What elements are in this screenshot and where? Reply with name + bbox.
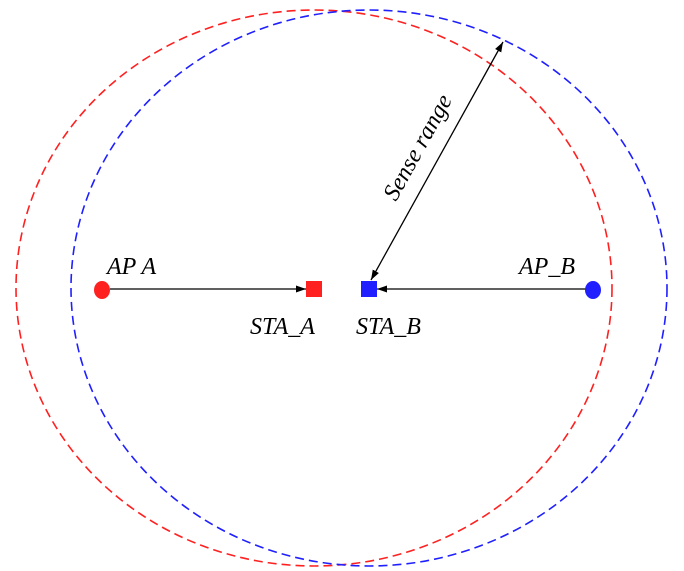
ap-a-node (94, 281, 110, 299)
sense-range-arrow (370, 41, 504, 281)
ap-a-label: AP A (105, 254, 156, 280)
sta-b-node (361, 281, 377, 297)
ap-b-node (585, 281, 601, 299)
sense-range-label: Sense range (379, 90, 458, 205)
sta-b-label: STA_B (356, 314, 421, 340)
sta-a-node (306, 281, 322, 297)
ap-b-label: AP_B (517, 254, 575, 280)
sta-a-label: STA_A (250, 314, 315, 340)
ap-a-sense-range-ellipse (15, 9, 613, 567)
ap-b-sense-range-ellipse (70, 9, 668, 567)
